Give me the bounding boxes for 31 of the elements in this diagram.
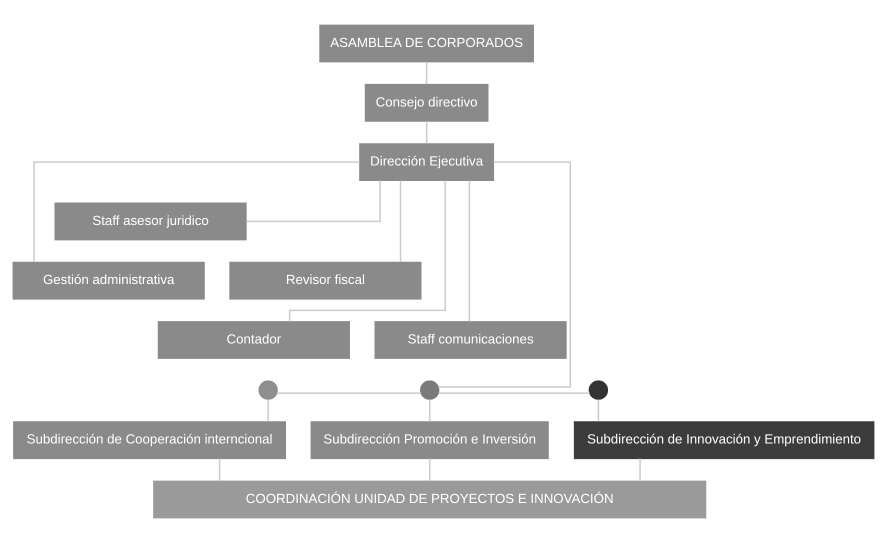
connector <box>425 121 427 144</box>
node-box: Subdirección de Cooperación interncional <box>12 421 286 460</box>
connector <box>246 180 380 222</box>
connector <box>428 458 430 481</box>
node-box: COORDINACIÓN UNIDAD DE PROYECTOS E INNOVACIÓN <box>152 480 706 518</box>
connector <box>218 458 220 481</box>
connector <box>288 180 446 322</box>
connector <box>428 400 430 422</box>
node-box: Subdirección de Innovación y Emprendimiento <box>573 421 874 460</box>
connector <box>266 400 268 422</box>
node-box: Gestión administrativa <box>12 262 204 300</box>
connector <box>399 180 401 262</box>
node-circle <box>588 380 608 400</box>
node-box: Dirección Ejecutiva <box>358 143 494 182</box>
node-box: Subdirección Promoción e Inversión <box>310 421 548 460</box>
node-box: Consejo directivo <box>364 84 488 122</box>
node-box: Contador <box>157 321 350 359</box>
node-box: Revisor fiscal <box>228 262 422 300</box>
connector <box>597 400 599 422</box>
connector <box>638 458 640 481</box>
node-circle <box>419 380 439 400</box>
node-circle <box>258 380 278 400</box>
connector <box>276 392 420 394</box>
connector <box>425 62 427 84</box>
connector <box>32 161 360 262</box>
connector <box>438 392 590 394</box>
node-box: Staff comunicaciones <box>374 321 566 359</box>
connector <box>438 161 571 388</box>
node-box: Staff asesor juridico <box>54 202 246 240</box>
connector <box>468 180 470 322</box>
node-box: ASAMBLEA DE CORPORADOS <box>318 24 534 62</box>
